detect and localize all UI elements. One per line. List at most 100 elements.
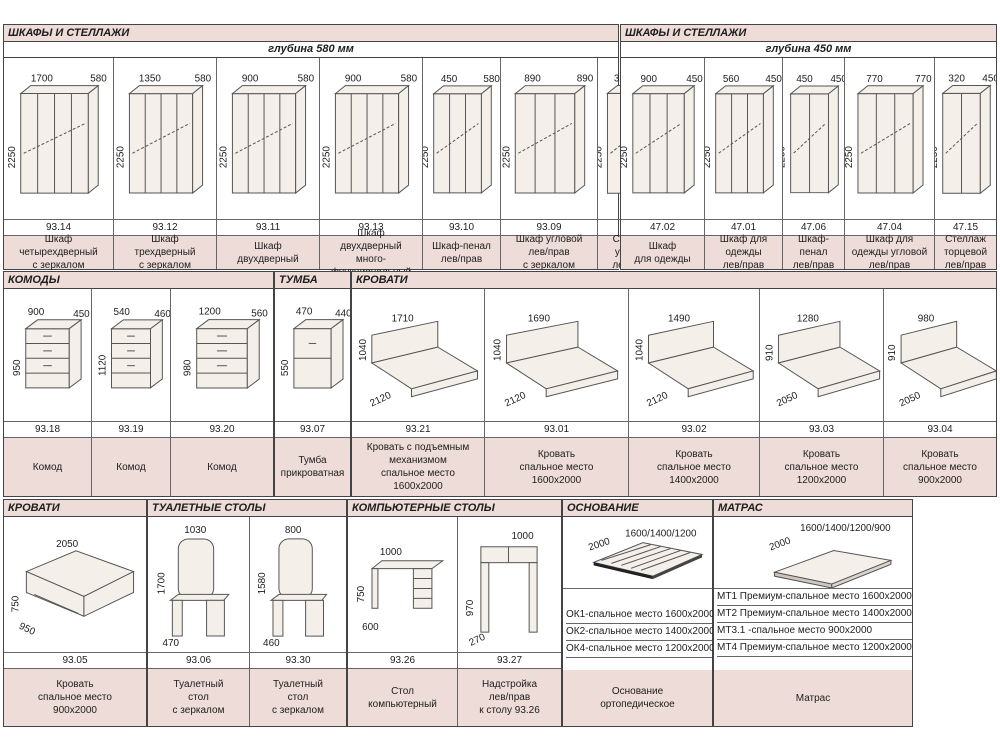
height-dim: 2250 (218, 146, 229, 169)
depth-dim: 270 (468, 632, 488, 649)
product-description: Комод (171, 438, 273, 496)
height-dim: 2250 (845, 146, 855, 168)
height-dim: 750 (356, 585, 367, 602)
width-dim: 1490 (668, 313, 691, 324)
product-drawing: 1700 580 2250 (4, 58, 113, 220)
product-description: Основание ортопедическое (563, 670, 712, 726)
product-code: 93.19 (92, 422, 170, 438)
product-description: Шкаф двухдверный (217, 236, 319, 269)
product-description: Шкаф трехдверный с зеркалом (114, 234, 216, 271)
product-code: 93.06 (148, 653, 249, 669)
height-dim: 950 (12, 359, 23, 376)
product-description: Кровать спальное место 900х2000 (4, 669, 146, 726)
product-description: Шкаф четырехдверный с зеркалом (4, 234, 113, 271)
depth-dim: 580 (90, 74, 107, 85)
depth-label: глубина 450 мм (621, 42, 996, 58)
product-code: 93.09 (501, 220, 597, 236)
height-dim: 1040 (358, 338, 369, 361)
product-code: 93.18 (4, 422, 91, 438)
section-header: КРОВАТИ (4, 500, 146, 517)
section-header: КОМОДЫ (4, 272, 273, 289)
product-description: Матрас (714, 670, 912, 726)
product-description: Туалетный стол с зеркалом (250, 669, 346, 726)
base-width-dim: 1600/1400/1200 (625, 529, 697, 540)
width-dim: 2050 (56, 539, 79, 550)
height-dim: 980 (183, 359, 194, 376)
depth-dim: 450 (686, 74, 703, 85)
product-code: 93.13 (320, 220, 422, 236)
height-dim: 2250 (783, 146, 788, 168)
product-code: 47.04 (845, 220, 934, 236)
mattress-option: МТ3.1 -спальное место 900х2000 (717, 623, 912, 640)
depth-dim: 460 (263, 638, 280, 649)
base-option: ОК1-спальное место 1600х2000 (566, 607, 715, 624)
width-dim: 900 (641, 74, 658, 85)
product-description: Кровать спальное место 900х2000 (884, 438, 996, 496)
product-description: Шкаф угловой лев/прав с зеркалом (501, 234, 597, 271)
depth-dim: 560 (251, 309, 268, 320)
width-dim: 450 (441, 74, 458, 85)
mattress-length-dim: 2000 (768, 535, 793, 553)
width-dim: 1280 (797, 313, 820, 324)
width-dim: 450 (796, 74, 813, 85)
width-dim: 890 (524, 74, 541, 85)
product-description: Тумба прикроватная (275, 438, 350, 496)
depth-dim: 450 (765, 74, 782, 85)
mattress-option: МТ4 Премиум-спальное место 1200х2000 (717, 640, 912, 657)
height-dim: 2250 (935, 146, 940, 169)
section-header: КОМПЬЮТЕРНЫЕ СТОЛЫ (348, 500, 561, 517)
depth-label: глубина 580 мм (4, 42, 618, 58)
depth-dim: 770 (915, 74, 932, 85)
product-description: Шкаф для одежды (621, 236, 704, 269)
length-dim: 2120 (503, 390, 528, 409)
bed-base-drawing: 1600/1400/1200 2000 (563, 517, 712, 589)
height-dim: 1040 (493, 338, 504, 361)
product-code: 47.02 (621, 220, 704, 236)
product-drawing: 900 450 2250 (621, 58, 704, 220)
width-dim: 1690 (528, 313, 551, 324)
section-header: ШКАФЫ И СТЕЛЛАЖИ (621, 25, 996, 42)
product-description: Комод (4, 438, 91, 496)
product-description: Кровать спальное место 1600х2000 (485, 438, 628, 496)
depth-dim: 440 (335, 309, 350, 320)
width-dim: 320 (948, 73, 965, 84)
height-dim: 1120 (98, 354, 109, 376)
height-dim: 2250 (501, 146, 512, 169)
height-dim: 2250 (621, 146, 630, 168)
height-dim: 2250 (7, 146, 18, 169)
width-dim: 1700 (31, 74, 54, 85)
product-code: 93.03 (760, 422, 883, 438)
section-header: ТУМБА (275, 272, 350, 289)
product-code: 93.27 (458, 653, 561, 669)
length-dim: 2120 (368, 390, 393, 409)
depth-dim: 450 (982, 73, 996, 84)
